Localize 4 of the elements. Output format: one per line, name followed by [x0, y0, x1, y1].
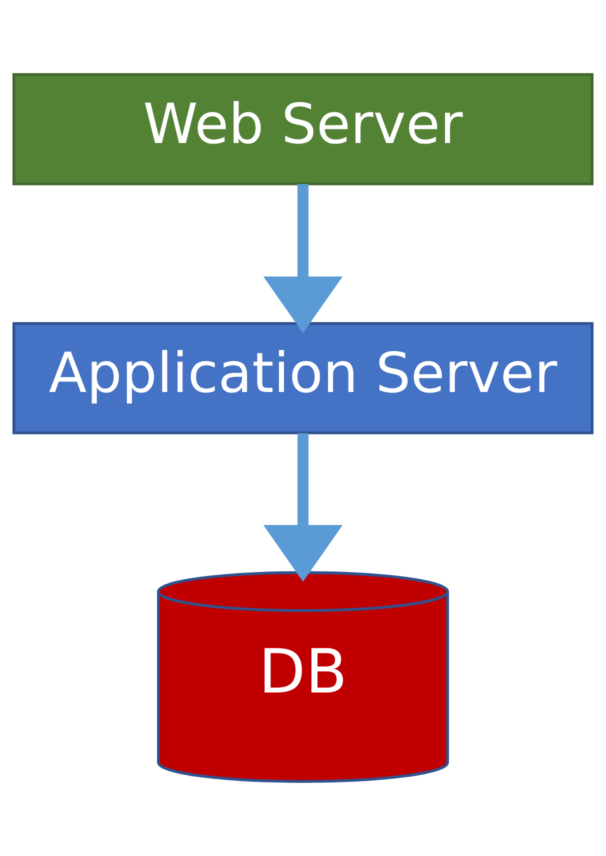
node-box: Application Server	[12, 322, 594, 434]
arrow	[263, 184, 343, 334]
node-box: Web Server	[12, 73, 594, 186]
arrow	[263, 433, 343, 582]
